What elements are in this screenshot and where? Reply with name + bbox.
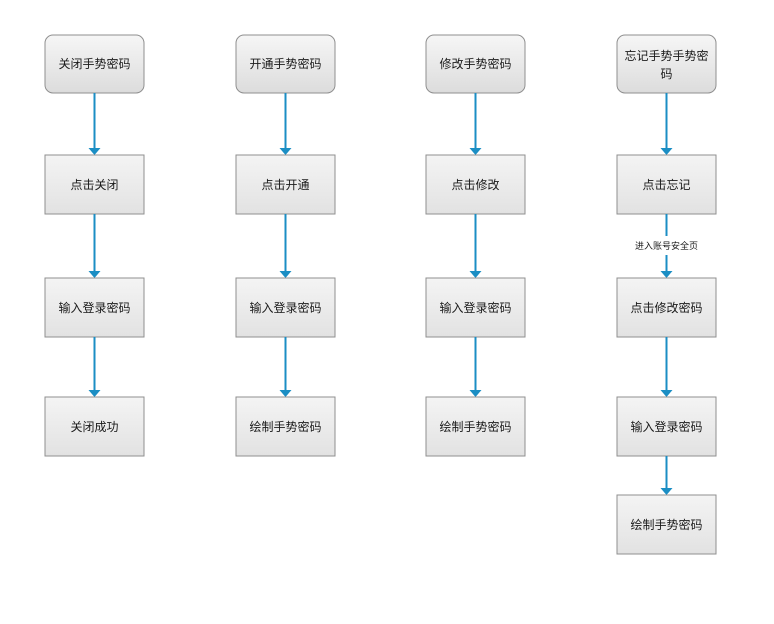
flow-2-step-1-label: 点击开通 xyxy=(261,178,309,192)
flow-3-arrow-3 xyxy=(469,337,482,397)
flow-1-arrow-2 xyxy=(88,214,101,278)
flow-4-arrow-4 xyxy=(660,456,673,495)
flow-4-step-3-label: 输入登录密码 xyxy=(630,419,702,434)
flow-2-start-label: 开通手势密码 xyxy=(249,56,321,71)
flow-3-arrow-1 xyxy=(469,93,482,155)
flow-1-arrow-1 xyxy=(88,93,101,155)
flow-1-step-3-label: 关闭成功 xyxy=(70,420,118,434)
flow-2-step-1-node: 点击开通 xyxy=(235,154,336,215)
flow-4-start-label-line-1: 忘记手势手势密 xyxy=(624,48,708,63)
flow-4-start-node: 忘记手势手势密 码 xyxy=(616,34,717,94)
flow-4-arrow-1 xyxy=(660,93,673,155)
flow-2-arrow-1 xyxy=(279,93,292,155)
flow-4-step-3-node: 输入登录密码 xyxy=(616,396,717,457)
flow-3-step-3-node: 绘制手势密码 xyxy=(425,396,526,457)
flow-2-arrow-2 xyxy=(279,214,292,278)
flow-1-start-node: 关闭手势密码 xyxy=(44,34,145,94)
flow-3-step-1-node: 点击修改 xyxy=(425,154,526,215)
flow-4-arrow-2 xyxy=(660,214,673,278)
flow-3: 修改手势密码 点击修改 输入登录密码 绘制手势密码 xyxy=(425,34,526,457)
flow-4-step-1-node: 点击忘记 xyxy=(616,154,717,215)
flow-4-step-1-label: 点击忘记 xyxy=(642,177,690,192)
flow-2-step-2-label: 输入登录密码 xyxy=(249,300,321,315)
flow-4-step-4-label: 绘制手势密码 xyxy=(630,517,702,532)
flow-2-step-2-node: 输入登录密码 xyxy=(235,277,336,338)
flow-3-step-3-label: 绘制手势密码 xyxy=(439,419,511,434)
flow-4-step-2-label: 点击修改密码 xyxy=(630,300,702,315)
flow-4-step-2-node: 点击修改密码 xyxy=(616,277,717,338)
flow-1: 关闭手势密码 点击关闭 输入登录密码 关闭成功 xyxy=(44,34,145,457)
flow-4-edge-label: 进入账号安全页 xyxy=(635,240,698,252)
flow-3-start-node: 修改手势密码 xyxy=(425,34,526,94)
flow-3-step-1-label: 点击修改 xyxy=(451,177,499,192)
flow-4: 忘记手势手势密 码 点击忘记 进入账号安全页 点击修改密码 输入登录密码 xyxy=(616,34,717,555)
flow-4-start-label-line-2: 码 xyxy=(660,67,672,81)
flow-3-step-2-node: 输入登录密码 xyxy=(425,277,526,338)
flow-2: 开通手势密码 点击开通 输入登录密码 绘制手势密码 xyxy=(235,34,336,457)
flow-3-start-label: 修改手势密码 xyxy=(439,56,511,71)
flow-2-step-3-node: 绘制手势密码 xyxy=(235,396,336,457)
flow-1-step-2-node: 输入登录密码 xyxy=(44,277,145,338)
flow-1-step-2-label: 输入登录密码 xyxy=(58,300,130,315)
flow-4-arrow-3 xyxy=(660,337,673,397)
flow-1-step-3-node: 关闭成功 xyxy=(44,396,145,457)
flow-4-step-4-node: 绘制手势密码 xyxy=(616,494,717,555)
flow-1-step-1-label: 点击关闭 xyxy=(70,178,118,192)
flow-2-step-3-label: 绘制手势密码 xyxy=(249,419,321,434)
flow-3-step-2-label: 输入登录密码 xyxy=(439,300,511,315)
flow-2-arrow-3 xyxy=(279,337,292,397)
flow-1-arrow-3 xyxy=(88,337,101,397)
flow-1-step-1-node: 点击关闭 xyxy=(44,154,145,215)
flow-1-start-label: 关闭手势密码 xyxy=(58,56,130,71)
flow-3-arrow-2 xyxy=(469,214,482,278)
flow-2-start-node: 开通手势密码 xyxy=(235,34,336,94)
